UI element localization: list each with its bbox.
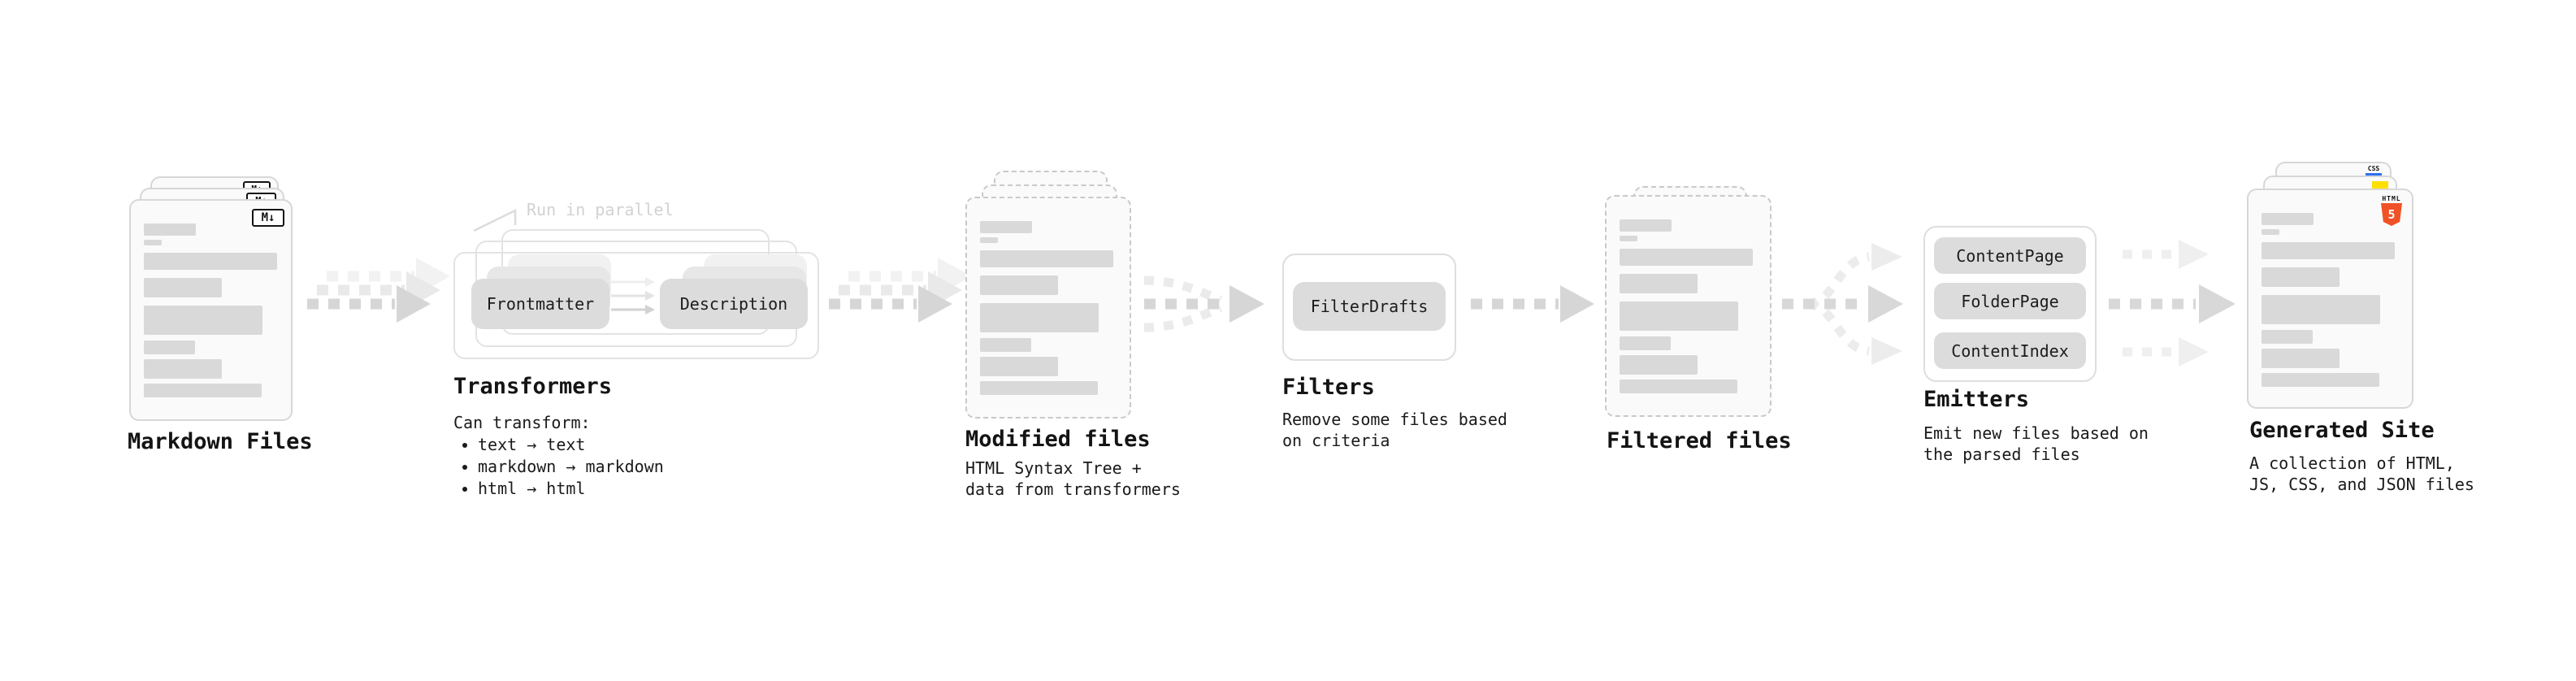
text-line-bar <box>144 384 262 397</box>
text-line-bar <box>1620 249 1753 266</box>
transformer-pill-description: Description <box>660 279 808 329</box>
text-line-bar <box>980 357 1058 376</box>
text-line-bar <box>1620 355 1698 375</box>
text-line-bar <box>1620 380 1737 393</box>
text-line-bar <box>144 340 195 354</box>
modified-file-front <box>965 197 1131 419</box>
modified-files-desc: HTML Syntax Tree + data from transformer… <box>965 458 1181 499</box>
text-line-bar <box>980 338 1031 352</box>
capability-item: html → html <box>478 478 664 500</box>
arrow-filtered-to-emitters <box>1782 243 1903 365</box>
filters-desc: Remove some files based on criteria <box>1282 410 1507 450</box>
text-line-bar <box>980 275 1058 295</box>
transformer-container-front <box>453 252 819 359</box>
emitter-pill-contentindex: ContentIndex <box>1934 332 2086 369</box>
arrow-transformers-to-modified <box>829 258 972 323</box>
transformers-desc-heading: Can transform: <box>453 413 591 432</box>
markdown-file-front: M↓ <box>129 199 293 421</box>
arrow-modified-to-filters <box>1143 275 1264 332</box>
text-line-bar <box>2262 229 2279 235</box>
transformer-pill-frontmatter: Frontmatter <box>471 279 609 329</box>
filtered-files-label: Filtered files <box>1607 428 1792 453</box>
arrow-emitters-to-generated <box>2109 240 2236 367</box>
text-line-bar <box>144 253 277 270</box>
arrow-filters-to-filtered <box>1471 285 1594 323</box>
modified-files-label: Modified files <box>965 427 1151 452</box>
text-line-bar <box>2262 330 2313 344</box>
markdown-icon: M↓ <box>252 209 284 227</box>
text-line-bar <box>980 237 998 243</box>
text-line-bar <box>144 359 222 379</box>
text-line-bar <box>144 223 196 236</box>
css-icon-underline <box>2366 173 2382 176</box>
text-line-bar <box>2262 373 2379 387</box>
filtered-file-front <box>1605 195 1772 417</box>
markdown-files-label: Markdown Files <box>128 429 313 454</box>
text-line-bar <box>144 278 222 297</box>
transformers-capability-list: text → text markdown → markdown html → h… <box>455 434 664 500</box>
text-line-bar <box>1620 336 1671 350</box>
run-in-parallel-leader-line <box>473 208 517 232</box>
text-line-bar <box>980 250 1113 267</box>
capability-item: text → text <box>478 434 664 456</box>
css-icon-label: CSS <box>2367 165 2380 172</box>
html5-icon: HTML 5 <box>2379 195 2404 226</box>
emitters-title: Emitters <box>1923 387 2030 412</box>
capability-item: markdown → markdown <box>478 456 664 478</box>
text-line-bar <box>980 303 1099 332</box>
run-in-parallel-note: Run in parallel <box>527 200 674 219</box>
emitter-pill-contentpage: ContentPage <box>1934 237 2086 274</box>
css-icon: CSS <box>2366 166 2382 176</box>
text-line-bar <box>2262 242 2395 259</box>
js-icon <box>2372 181 2388 189</box>
text-line-bar <box>1620 301 1738 331</box>
text-line-bar <box>2262 267 2340 287</box>
text-line-bar <box>2262 295 2380 324</box>
generated-file-html: HTML 5 <box>2247 189 2413 409</box>
text-line-bar <box>2262 213 2314 225</box>
text-line-bar <box>1620 274 1698 293</box>
text-line-bar <box>1620 236 1637 241</box>
emitters-desc: Emit new files based on the parsed files <box>1923 423 2149 464</box>
text-line-bar <box>980 221 1032 233</box>
arrow-markdown-to-transformers <box>307 258 450 323</box>
generated-site-label: Generated Site <box>2249 418 2435 443</box>
generated-site-desc: A collection of HTML, JS, CSS, and JSON … <box>2249 453 2474 494</box>
filter-pill-filterdrafts: FilterDrafts <box>1293 282 1446 331</box>
html5-icon-word: HTML <box>2382 195 2401 202</box>
text-line-bar <box>144 306 262 335</box>
text-line-bar <box>144 240 162 245</box>
filters-title: Filters <box>1282 375 1375 400</box>
emitter-pill-folderpage: FolderPage <box>1934 283 2086 319</box>
transformers-title: Transformers <box>453 374 613 399</box>
text-line-bar <box>980 381 1098 395</box>
text-line-bar <box>2262 349 2340 368</box>
text-line-bar <box>1620 219 1672 232</box>
html5-icon-five: 5 <box>2387 207 2396 222</box>
